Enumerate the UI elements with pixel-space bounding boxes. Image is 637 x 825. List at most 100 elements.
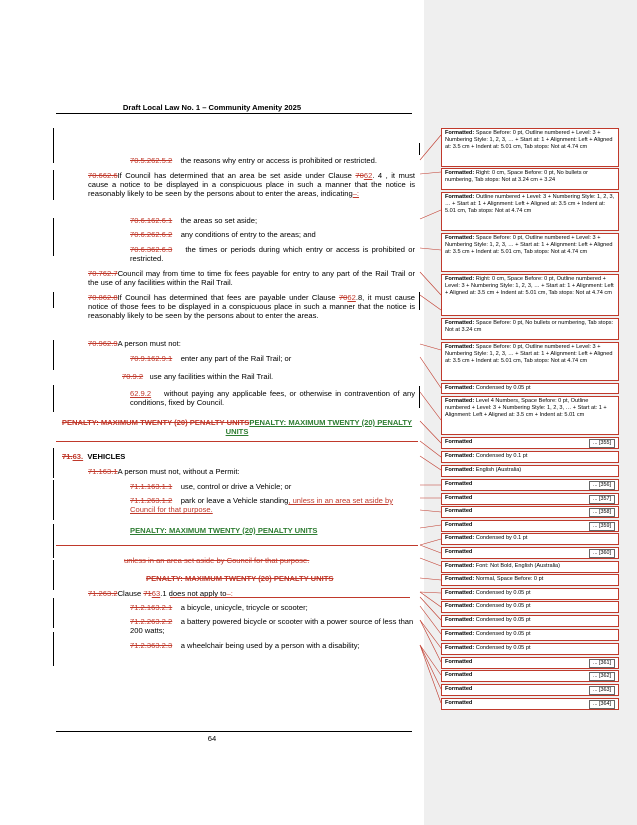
- clause-text: Clause: [117, 589, 144, 598]
- penalty-line: PENALTY: MAXIMUM TWENTY (20) PENALTY UNI…: [146, 574, 333, 583]
- expand-button[interactable]: ... [361]: [589, 659, 615, 668]
- format-comment[interactable]: Formatted: Space Before: 0 pt, Outline n…: [441, 342, 619, 381]
- inserted-penalty: PENALTY: MAXIMUM TWENTY (20) PENALTY UNI…: [130, 526, 318, 535]
- deleted-line: unless in an area set aside by Council f…: [124, 556, 309, 565]
- format-comment[interactable]: Formatted: Space Before: 0 pt, No bullet…: [441, 318, 619, 340]
- change-bar: [53, 170, 54, 200]
- expand-button[interactable]: ... [355]: [589, 439, 615, 448]
- format-comment[interactable]: Formatted... [363]: [441, 684, 619, 696]
- format-comment[interactable]: Formatted... [361]: [441, 657, 619, 669]
- expand-button[interactable]: ... [357]: [589, 495, 615, 504]
- format-comment[interactable]: Formatted... [360]: [441, 547, 619, 559]
- expand-button[interactable]: ... [364]: [589, 700, 615, 709]
- document-page: [0, 0, 424, 825]
- format-comment[interactable]: Formatted: Condensed by 0.1 pt: [441, 451, 619, 463]
- clause-text: Council may from time to time fix fees p…: [88, 269, 415, 288]
- heading-number-deleted: 71.: [62, 452, 73, 461]
- format-comment[interactable]: Formatted: Condensed by 0.1 pt: [441, 533, 619, 545]
- format-comment[interactable]: Formatted... [355]: [441, 437, 619, 449]
- change-bar: [53, 218, 54, 256]
- format-comment[interactable]: Formatted: Space Before: 0 pt, Outline n…: [441, 128, 619, 167]
- clause-item: 62.9.2 without paying any applicable fee…: [130, 389, 415, 407]
- revision-rule: [170, 597, 410, 598]
- clause-paragraph: 70.962.9A person must not:: [88, 339, 181, 348]
- change-bar: [53, 560, 54, 590]
- format-comment[interactable]: Formatted: Condensed by 0.05 pt: [441, 601, 619, 613]
- format-comment[interactable]: Formatted... [357]: [441, 493, 619, 505]
- expand-button[interactable]: ... [356]: [589, 481, 615, 490]
- clause-item: 71.1.263.1.2 park or leave a Vehicle sta…: [130, 496, 418, 514]
- clause-number: 71.2.163.2.1: [130, 603, 173, 612]
- penalty-line: PENALTY: MAXIMUM TWENTY (20) PENALTY UNI…: [56, 418, 418, 436]
- format-comment[interactable]: Formatted: Condensed by 0.05 pt: [441, 588, 619, 600]
- section-heading: 71.63. VEHICLES: [62, 452, 125, 461]
- clause-text: use, control or drive a Vehicle; or: [180, 482, 292, 491]
- clause-paragraph: 70.862.8If Council has determined that f…: [88, 293, 415, 321]
- format-comment[interactable]: Formatted... [362]: [441, 670, 619, 682]
- clause-paragraph: 70.662.6If Council has determined that a…: [88, 171, 415, 199]
- format-comment[interactable]: Formatted... [358]: [441, 506, 619, 518]
- expand-button[interactable]: ... [363]: [589, 686, 615, 695]
- format-comment[interactable]: Formatted... [364]: [441, 698, 619, 710]
- inserted-penalty: PENALTY: MAXIMUM TWENTY (20) PENALTY UNI…: [225, 418, 413, 437]
- inserted-ref: 62: [347, 293, 356, 302]
- format-comment[interactable]: Formatted: Level 4 Numbers, Space Before…: [441, 396, 619, 435]
- clause-text: a battery powered bicycle or scooter wit…: [130, 617, 414, 636]
- heading-number-inserted: 63.: [72, 452, 84, 461]
- change-bar: [53, 385, 54, 412]
- expand-button[interactable]: ... [359]: [589, 522, 615, 531]
- format-comment[interactable]: Formatted: Right: 0 cm, Space Before: 0 …: [441, 274, 619, 316]
- format-comment[interactable]: Formatted: Outline numbered + Level: 3 +…: [441, 192, 619, 231]
- clause-number: 71.163.1: [88, 467, 118, 476]
- clause-number: 71.263.2: [88, 589, 118, 598]
- format-comment[interactable]: Formatted: Font: Not Bold, English (Aust…: [441, 561, 619, 573]
- format-comment[interactable]: Formatted: Right: 0 cm, Space Before: 0 …: [441, 168, 619, 190]
- clause-number: 70.6.362.6.3: [130, 245, 173, 254]
- clause-text: the reasons why entry or access is prohi…: [180, 156, 377, 165]
- clause-item: 71.2.363.2.3 a wheelchair being used by …: [130, 641, 360, 650]
- inserted-ref: 63: [151, 589, 161, 598]
- page-header-title: Draft Local Law No. 1 – Community Amenit…: [122, 103, 302, 112]
- change-bar: [53, 292, 54, 308]
- format-comment[interactable]: Formatted: Space Before: 0 pt, Outline n…: [441, 233, 619, 272]
- format-comment[interactable]: Formatted... [356]: [441, 479, 619, 491]
- clause-item: 70.6.162.6.1 the areas so set aside;: [130, 216, 257, 225]
- clause-number: 70.5.262.5.2: [130, 156, 173, 165]
- clause-paragraph: 71.263.2Clause 7163.1 does not apply to–…: [88, 589, 233, 598]
- page-number: 64: [207, 734, 217, 743]
- clause-number: 70.6.262.6.2: [130, 230, 173, 239]
- deleted-penalty: PENALTY: MAXIMUM TWENTY (20) PENALTY UNI…: [146, 574, 334, 583]
- expand-button[interactable]: ... [358]: [589, 508, 615, 517]
- clause-item: 71.2.263.2.2 a battery powered bicycle o…: [130, 617, 418, 635]
- expand-button[interactable]: ... [360]: [589, 549, 615, 558]
- expand-button[interactable]: ... [362]: [589, 672, 615, 681]
- format-comment[interactable]: Formatted: Normal, Space Before: 0 pt: [441, 574, 619, 586]
- clause-item: 70.9.2 use any facilities within the Rai…: [122, 372, 273, 381]
- clause-text: a wheelchair being used by a person with…: [180, 641, 360, 650]
- clause-text: a bicycle, unicycle, tricycle or scooter…: [180, 603, 308, 612]
- format-comment[interactable]: Formatted: Condensed by 0.05 pt: [441, 629, 619, 641]
- clause-item: 71.2.163.2.1 a bicycle, unicycle, tricyc…: [130, 603, 308, 612]
- clause-text: without paying any applicable fees, or o…: [130, 389, 415, 408]
- clause-text: .8, it must cause notice of those fees t…: [88, 293, 415, 321]
- clause-text: park or leave a Vehicle standing: [180, 496, 289, 505]
- clause-number: 70.6.162.6.1: [130, 216, 173, 225]
- deleted-text: unless in an area set aside by Council f…: [124, 556, 310, 565]
- format-comment[interactable]: Formatted: Condensed by 0.05 pt: [441, 615, 619, 627]
- deleted-ref: 71: [143, 589, 152, 598]
- clause-text: A person must not, without a Permit:: [117, 467, 240, 476]
- clause-text: If Council has determined that fees are …: [117, 293, 339, 302]
- revision-rule: [56, 441, 418, 442]
- clause-text: If Council has determined that an area b…: [117, 171, 356, 180]
- change-bar: [53, 340, 54, 370]
- inserted-text: , unless in an area set aside by Council…: [130, 496, 394, 515]
- deleted-ref: 70: [338, 293, 348, 302]
- format-comment[interactable]: Formatted: Condensed by 0.05 pt: [441, 383, 619, 394]
- change-bar: [53, 480, 54, 520]
- clause-text: . 4 , it must cause a notice to be displ…: [88, 171, 415, 199]
- format-comment[interactable]: Formatted: English (Australia): [441, 465, 619, 477]
- clause-number: 71.2.263.2.2: [130, 617, 173, 626]
- format-comment[interactable]: Formatted: Condensed by 0.05 pt: [441, 643, 619, 655]
- format-comment[interactable]: Formatted... [359]: [441, 520, 619, 532]
- clause-text: .1 does not apply to: [160, 589, 227, 598]
